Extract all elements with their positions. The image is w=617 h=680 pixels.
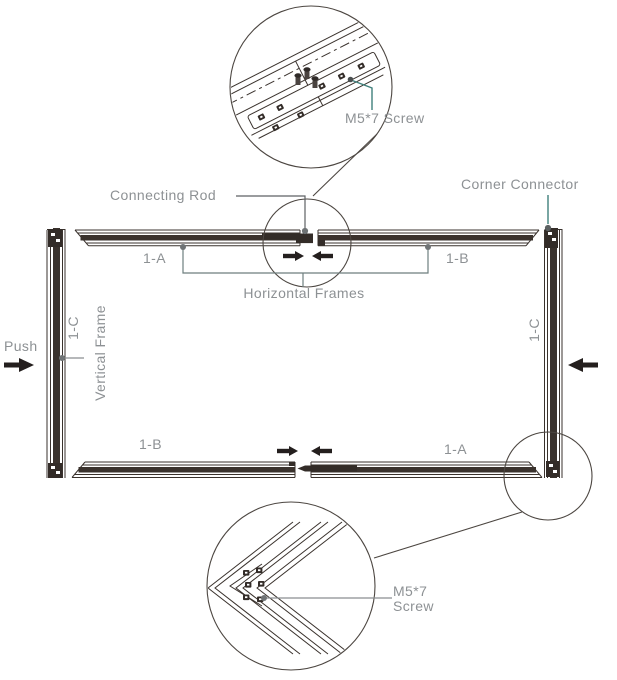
bracket-dot-right: [425, 244, 431, 250]
connecting-rod-part: [262, 233, 313, 244]
callout-connector-bottom: [373, 511, 523, 559]
bracket-dot-left: [180, 244, 186, 250]
corner-connector-label: Corner Connector: [461, 176, 579, 192]
leaders: [59, 76, 552, 601]
horizontal-frames-bracket: [182, 249, 429, 274]
vertical-frame-left: [46, 228, 66, 478]
rod-detail-circle: [229, 5, 393, 169]
horizontal-frames-label: Horizontal Frames: [243, 285, 365, 301]
screw-label-bottom: M5*7 Screw: [393, 584, 434, 614]
corner-connector-dot: [544, 224, 552, 232]
left-1c-dot: [59, 355, 65, 361]
horizontal-frame-top-right: [317, 229, 540, 247]
standing-screws: [294, 67, 319, 88]
screw-label-bottom-line1: M5*7: [393, 583, 428, 599]
push-arrow-right-icon: [568, 358, 598, 372]
connecting-rod-label: Connecting Rod: [110, 187, 216, 203]
callout-circles: [206, 5, 593, 671]
bottom-junction-arrow-right-icon: [277, 446, 298, 456]
push-label: Push: [4, 338, 38, 354]
rod-detail-content: [231, 15, 386, 139]
horizontal-frame-bottom-left: [71, 461, 296, 478]
screw-bottom-dot: [261, 595, 267, 601]
corner-zoom-source-circle: [503, 431, 593, 521]
part-label-bottom-left: 1-B: [139, 436, 162, 452]
arrows: [4, 251, 598, 456]
part-label-left: 1-C: [65, 316, 81, 340]
connecting-rod-leader: [236, 195, 306, 228]
part-label-top-right: 1-B: [446, 250, 469, 266]
horizontal-frame-top-left: [74, 229, 301, 247]
screw-label-top: M5*7 Screw: [345, 110, 425, 126]
connecting-rod-part-bottom: [297, 465, 357, 472]
corner-screws: [243, 567, 265, 603]
corner-detail-content: [208, 521, 351, 655]
junction-zoom-source-circle: [262, 198, 352, 288]
top-junction-arrow-right-icon: [283, 251, 304, 261]
flat-screws: [257, 62, 365, 132]
corner-detail-circle: [206, 501, 376, 671]
connecting-rod-dot: [301, 227, 309, 235]
push-arrow-left-icon: [4, 358, 34, 372]
part-label-bottom-right: 1-A: [444, 441, 467, 457]
screw-top-dot: [347, 76, 354, 83]
screw-label-bottom-line2: Screw: [393, 598, 434, 614]
bottom-junction-arrow-left-icon: [311, 446, 332, 456]
vertical-frame-right: [544, 228, 563, 478]
callout-connector-top: [312, 133, 378, 197]
screw-top-leader: [350, 79, 373, 110]
top-junction-arrow-left-icon: [312, 251, 333, 261]
part-label-top-left: 1-A: [143, 250, 166, 266]
vertical-frame-label: Vertical Frame: [92, 305, 108, 401]
part-label-right: 1-C: [526, 318, 542, 342]
